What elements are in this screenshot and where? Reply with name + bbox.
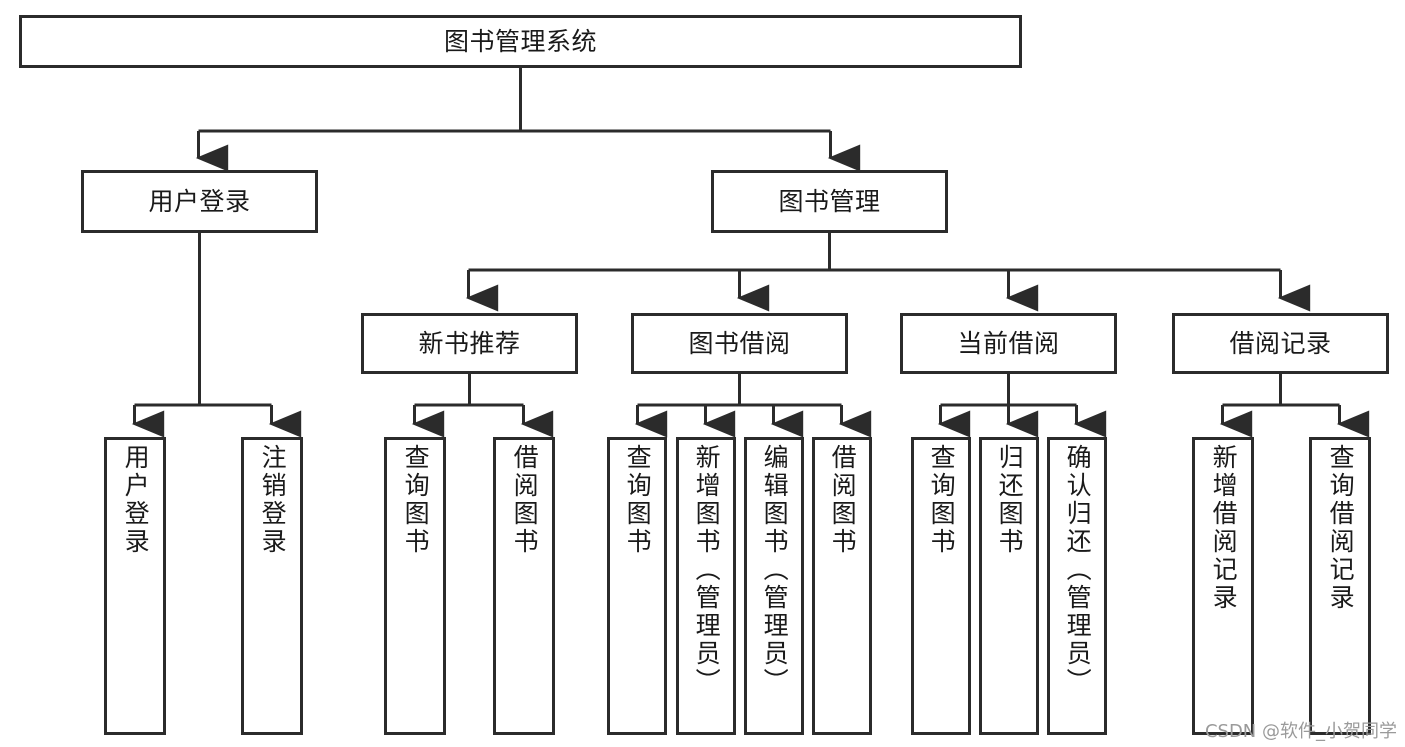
node-root-book-management-system[interactable]: 图书管理系统 bbox=[19, 15, 1022, 68]
leaf-return-book[interactable]: 归还图书 bbox=[979, 437, 1039, 735]
leaf-label: 编辑图书（管理员） bbox=[760, 444, 790, 696]
leaf-label: 查询图书 bbox=[401, 444, 431, 556]
node-book-management[interactable]: 图书管理 bbox=[711, 170, 948, 233]
leaf-label: 查询借阅记录 bbox=[1326, 444, 1356, 612]
leaf-borrow-book-recommend[interactable]: 借阅图书 bbox=[493, 437, 555, 735]
leaf-label: 查询图书 bbox=[623, 444, 653, 556]
node-user-login[interactable]: 用户登录 bbox=[81, 170, 318, 233]
leaf-query-borrow-record[interactable]: 查询借阅记录 bbox=[1309, 437, 1371, 735]
leaf-query-book-recommend[interactable]: 查询图书 bbox=[384, 437, 446, 735]
node-current-borrow[interactable]: 当前借阅 bbox=[900, 313, 1117, 374]
leaf-query-book-borrow[interactable]: 查询图书 bbox=[607, 437, 667, 735]
leaf-borrow-book-borrow[interactable]: 借阅图书 bbox=[812, 437, 872, 735]
leaf-label: 查询图书 bbox=[927, 444, 957, 556]
node-new-book-recommend[interactable]: 新书推荐 bbox=[361, 313, 578, 374]
leaf-logout-login[interactable]: 注销登录 bbox=[241, 437, 303, 735]
node-label: 图书管理系统 bbox=[443, 26, 597, 56]
leaf-label: 归还图书 bbox=[995, 444, 1025, 556]
leaf-user-login[interactable]: 用户登录 bbox=[104, 437, 166, 735]
leaf-label: 借阅图书 bbox=[510, 444, 540, 556]
csdn-watermark: CSDN @软件_小贺同学 bbox=[1204, 721, 1397, 742]
node-book-borrow[interactable]: 图书借阅 bbox=[631, 313, 848, 374]
node-label: 新书推荐 bbox=[418, 328, 521, 358]
node-label: 当前借阅 bbox=[957, 328, 1060, 358]
leaf-label: 新增借阅记录 bbox=[1209, 444, 1239, 612]
leaf-add-book-admin[interactable]: 新增图书（管理员） bbox=[676, 437, 736, 735]
leaf-label: 新增图书（管理员） bbox=[692, 444, 722, 696]
leaf-label: 用户登录 bbox=[121, 444, 151, 556]
node-label: 图书管理 bbox=[778, 186, 881, 216]
node-label: 图书借阅 bbox=[688, 328, 791, 358]
leaf-add-borrow-record[interactable]: 新增借阅记录 bbox=[1192, 437, 1254, 735]
node-borrow-record[interactable]: 借阅记录 bbox=[1172, 313, 1389, 374]
leaf-edit-book-admin[interactable]: 编辑图书（管理员） bbox=[744, 437, 804, 735]
leaf-label: 确认归还（管理员） bbox=[1063, 444, 1093, 696]
node-label: 用户登录 bbox=[148, 186, 251, 216]
node-label: 借阅记录 bbox=[1229, 328, 1332, 358]
leaf-confirm-return-admin[interactable]: 确认归还（管理员） bbox=[1047, 437, 1107, 735]
leaf-label: 借阅图书 bbox=[828, 444, 858, 556]
leaf-query-book-current[interactable]: 查询图书 bbox=[911, 437, 971, 735]
leaf-label: 注销登录 bbox=[258, 444, 288, 556]
